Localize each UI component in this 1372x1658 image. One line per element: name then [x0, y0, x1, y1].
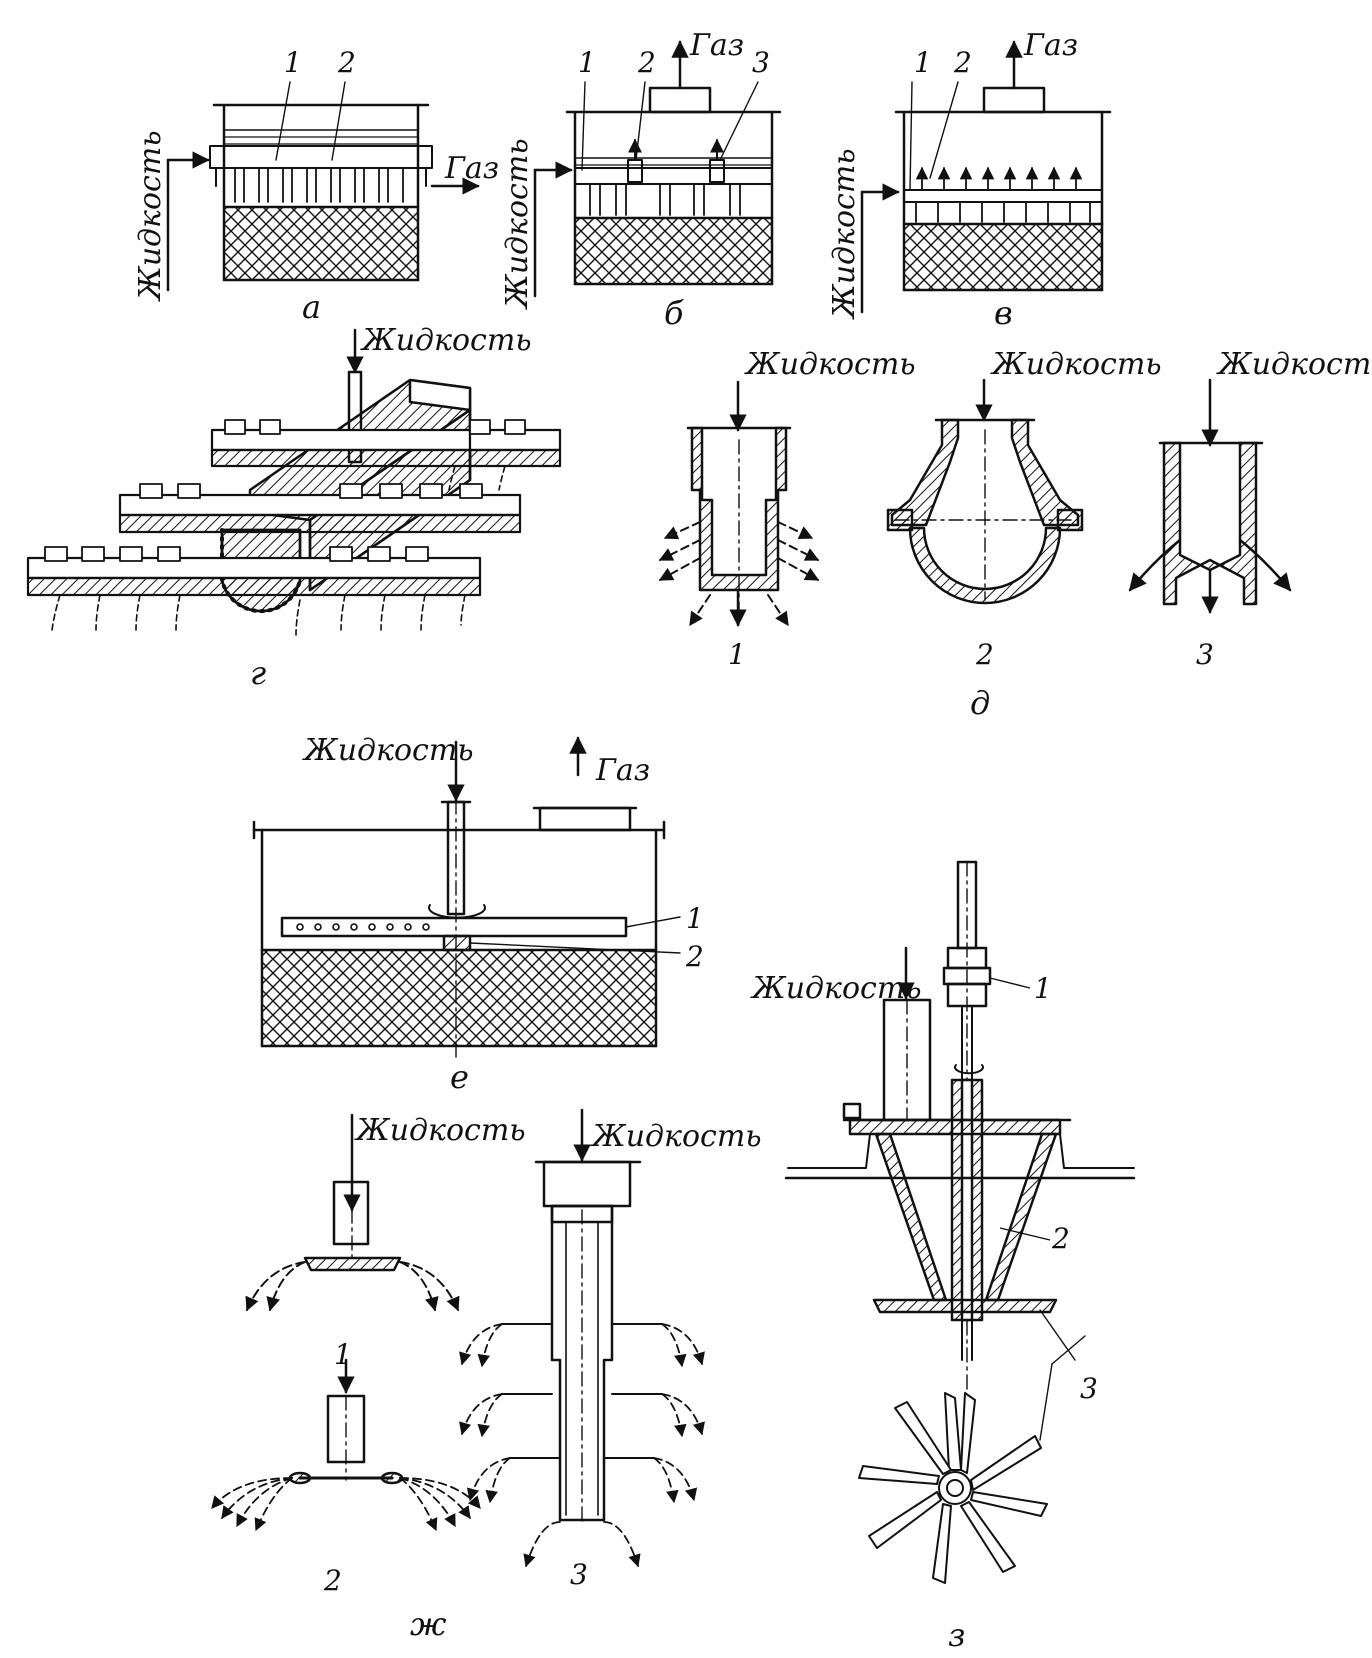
- labels-layer: Жидкость Газ 1 2 а Жидкость Газ 1 2 3 б …: [133, 28, 1372, 1654]
- label-v-1: 1: [914, 46, 932, 79]
- label-z-2: 2: [1051, 1222, 1070, 1255]
- fig-a-tank: [166, 81, 480, 292]
- label-sub-v: в: [994, 294, 1013, 332]
- label-liquid-d3: Жидкость: [1216, 347, 1372, 382]
- fig-zh3-multitier-sprayer: [459, 1108, 705, 1568]
- fig-g-trough-distributor: [26, 328, 562, 636]
- label-a-1: 1: [284, 46, 302, 79]
- fig-zh1-plate-sprayer: [245, 1113, 460, 1312]
- fig-z-centrifugal-distributor: [784, 860, 1136, 1584]
- label-b-3: 3: [752, 46, 770, 79]
- label-a-2: 2: [337, 46, 356, 79]
- label-gas-a: Газ: [444, 151, 499, 186]
- label-liquid-zh1: Жидкость: [354, 1113, 526, 1148]
- label-z-1: 1: [1034, 972, 1052, 1005]
- label-sub-a: а: [302, 288, 321, 326]
- label-zh-3: 3: [570, 1558, 588, 1591]
- label-v-2: 2: [953, 46, 972, 79]
- fig-d2-nozzle: [886, 378, 1084, 605]
- label-liquid-z: Жидкость: [750, 971, 922, 1006]
- label-sub-g: г: [250, 654, 266, 692]
- label-b-1: 1: [578, 46, 596, 79]
- label-sub-z: з: [948, 1616, 965, 1653]
- label-sub-d: д: [970, 684, 990, 722]
- label-liquid-e: Жидкость: [302, 733, 474, 768]
- label-b-2: 2: [637, 46, 656, 79]
- label-liquid-d2: Жидкость: [990, 347, 1162, 382]
- fig-v-tank: [860, 40, 1112, 314]
- fig-b-tank: [533, 40, 782, 298]
- label-liquid-g: Жидкость: [360, 323, 532, 358]
- fig-d1-nozzle: [658, 380, 820, 629]
- label-zh-1: 1: [334, 1338, 352, 1371]
- label-sub-e: е: [450, 1058, 469, 1096]
- label-e-2: 2: [685, 940, 704, 973]
- label-liquid-zh3: Жидкость: [590, 1119, 762, 1154]
- fig-d3-nozzle: [1128, 378, 1292, 614]
- label-d-3: 3: [1196, 638, 1214, 671]
- label-liquid-v: Жидкость: [827, 148, 862, 320]
- label-e-1: 1: [686, 902, 704, 935]
- label-z-3: 3: [1080, 1372, 1098, 1405]
- label-liquid-b: Жидкость: [500, 138, 535, 310]
- label-gas-e: Газ: [595, 753, 650, 788]
- label-gas-v: Газ: [1023, 28, 1078, 63]
- label-zh-2: 2: [323, 1564, 342, 1597]
- label-liquid-d1: Жидкость: [744, 347, 916, 382]
- label-d-1: 1: [728, 638, 746, 671]
- fig-e-rotary-sprinkler: [252, 736, 681, 1061]
- label-gas-b: Газ: [689, 28, 744, 63]
- fig-zh2-plate-sprayer: [211, 1358, 481, 1532]
- label-sub-b: б: [664, 294, 684, 332]
- label-d-2: 2: [975, 638, 994, 671]
- label-sub-zh: ж: [410, 1605, 447, 1643]
- label-liquid-a: Жидкость: [133, 130, 168, 302]
